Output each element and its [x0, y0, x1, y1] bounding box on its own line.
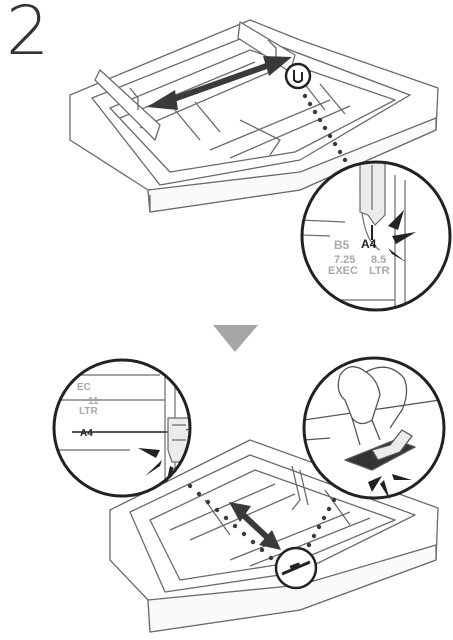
lever-highlight-circle: [286, 64, 310, 88]
label-exec: EXEC: [328, 265, 358, 277]
lever-highlight-circle-bottom: [276, 548, 316, 588]
zoom-circle-bottom-right: [304, 358, 444, 500]
label-ltr-bottom: LTR: [79, 406, 98, 417]
label-b5: B5: [334, 238, 350, 252]
label-ltr: LTR: [369, 265, 390, 277]
label-ec: EC: [77, 382, 91, 393]
down-triangle-icon: [213, 325, 258, 352]
label-a4-bottom: A4: [80, 428, 93, 439]
label-a4: A4: [361, 237, 377, 251]
zoom-circle-top: B5 A4 7.25 EXEC 8.5 LTR: [300, 160, 450, 320]
